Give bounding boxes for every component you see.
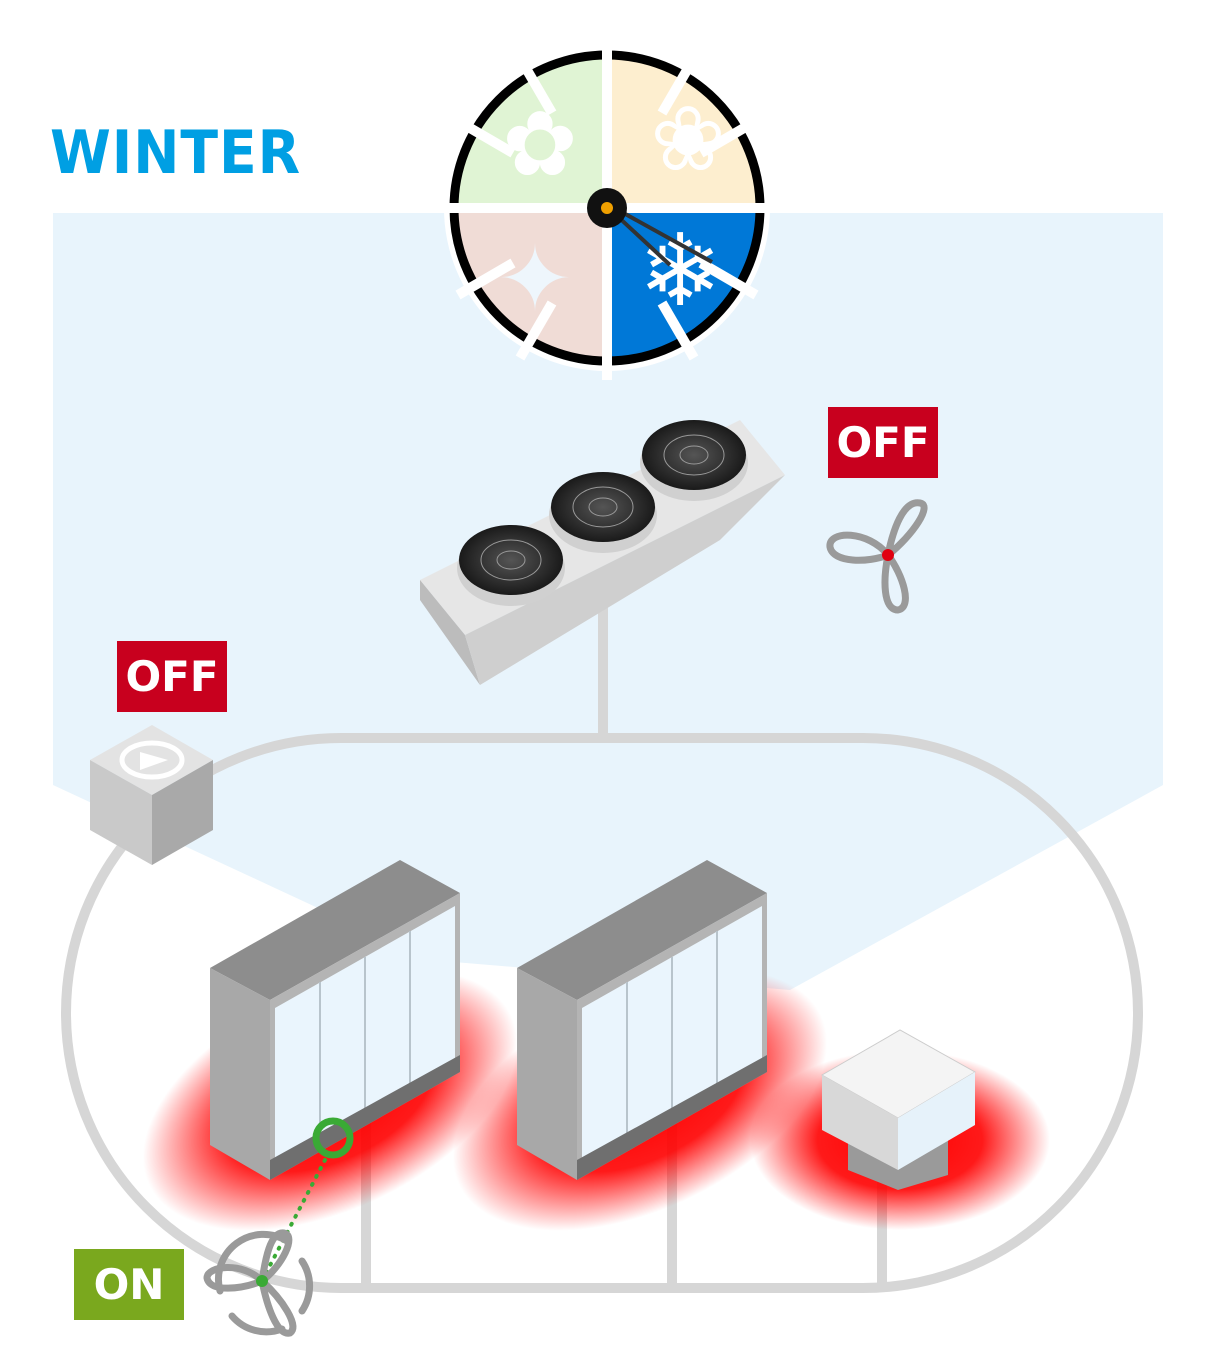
quadrant-summer: [607, 55, 760, 208]
small-freezer-unit[interactable]: [820, 1029, 976, 1190]
indicator-dotted-line: [263, 1158, 327, 1277]
pump-icon: [119, 740, 185, 780]
flower-icon: ✿: [502, 92, 577, 197]
season-clock: ❄ ✿ ❀ ✦: [430, 30, 784, 380]
display-cabinet-2[interactable]: [517, 860, 767, 1180]
sunflower-icon: ❀: [650, 87, 725, 192]
condenser-fan-1: [457, 525, 565, 606]
pump-unit[interactable]: [90, 725, 213, 865]
snowflake-icon: ❄: [638, 212, 722, 329]
fan-on-icon: [203, 1229, 314, 1337]
active-indicator-ring: [312, 1117, 354, 1159]
condenser-fan-3: [640, 420, 748, 501]
season-title: WINTER: [50, 118, 302, 188]
maple-leaf-icon: ✦: [497, 227, 572, 332]
pump-status-badge: OFF: [117, 641, 227, 712]
quadrant-autumn: [454, 208, 607, 361]
quadrant-winter: [607, 208, 760, 361]
condenser-unit[interactable]: [420, 420, 785, 685]
fan-off-icon: [826, 499, 928, 614]
fan-status-badge: ON: [74, 1249, 184, 1320]
condenser-fan-2: [549, 472, 657, 553]
quadrant-spring: [454, 55, 607, 208]
condenser-status-badge: OFF: [828, 407, 938, 478]
display-cabinet-1[interactable]: [210, 860, 460, 1180]
